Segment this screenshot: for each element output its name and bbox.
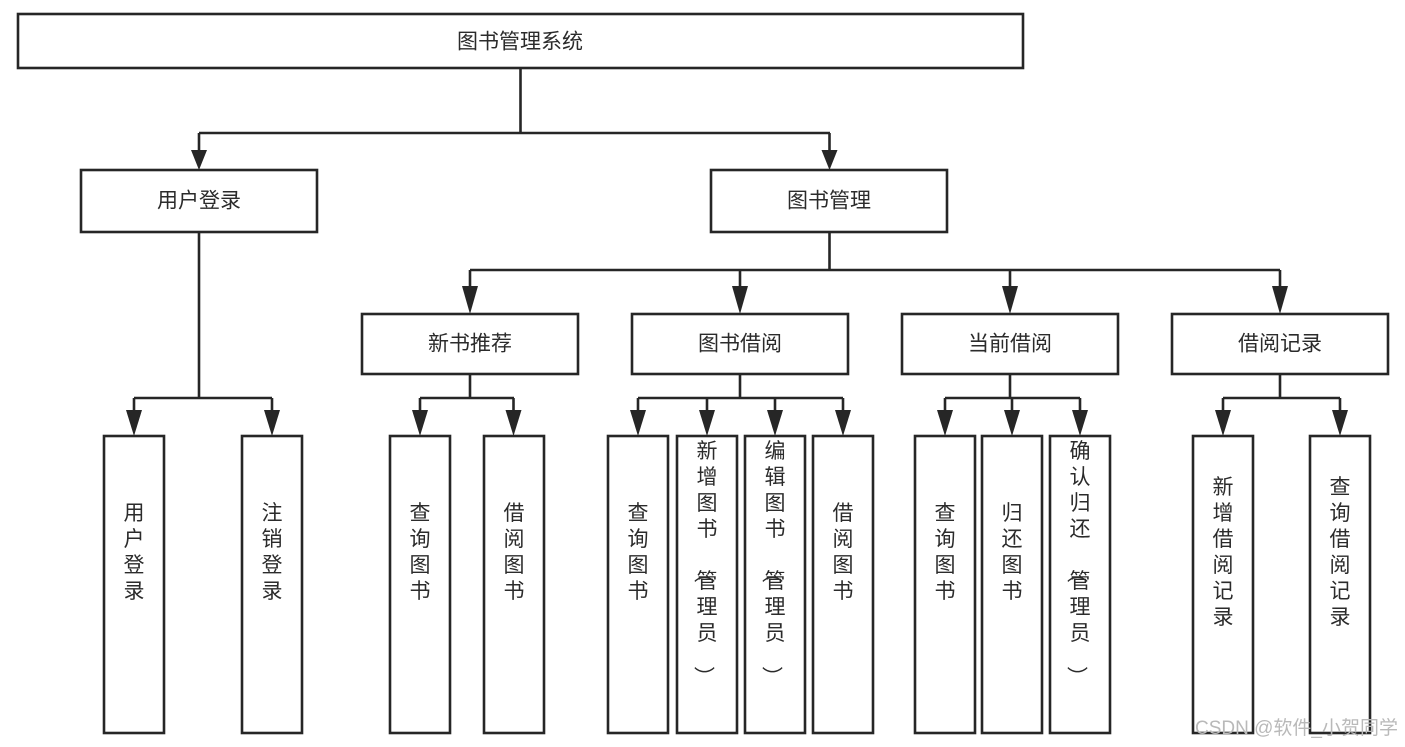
node-leaf-confirm-return-label: 确认归还（管理员） (1065, 440, 1091, 687)
node-user-login-label: 用户登录 (157, 190, 241, 213)
node-leaf-query-book-1-box[interactable] (388, 434, 452, 735)
node-leaf-add-record-box[interactable] (1191, 434, 1255, 735)
node-leaf-query-book-2-label: 查询图书 (628, 502, 649, 603)
node-current-borrow[interactable]: 当前借阅 (900, 312, 1120, 376)
node-leaf-query-book-1[interactable]: 查询图书 (388, 434, 452, 735)
node-leaf-edit-book-label: 编辑图书（管理员） (760, 440, 786, 687)
node-root-label: 图书管理系统 (457, 31, 583, 54)
node-book-management-label: 图书管理 (787, 190, 871, 213)
node-new-book-recommend-box[interactable] (360, 312, 580, 376)
arrowhead-leaf-borrow-book-1 (505, 410, 522, 436)
node-borrow-record-box[interactable] (1170, 312, 1390, 376)
node-leaf-borrow-book-2-label: 借阅图书 (833, 502, 854, 603)
node-leaf-query-book-2-box[interactable] (606, 434, 670, 735)
node-leaf-logout[interactable]: 注销登录 (240, 434, 304, 735)
node-user-login-box[interactable] (79, 168, 319, 234)
node-leaf-query-book-3-label: 查询图书 (935, 502, 956, 603)
node-current-borrow-label: 当前借阅 (968, 333, 1052, 356)
node-new-book-recommend-label: 新书推荐 (428, 333, 512, 356)
node-leaf-borrow-book-2[interactable]: 借阅图书 (811, 434, 875, 735)
node-user-login[interactable]: 用户登录 (79, 168, 319, 234)
node-leaf-confirm-return[interactable]: 确认归还（管理员） (1048, 434, 1112, 735)
node-borrow-record-label: 借阅记录 (1238, 333, 1322, 356)
node-leaf-query-book-2[interactable]: 查询图书 (606, 434, 670, 735)
node-leaf-borrow-book-2-box[interactable] (811, 434, 875, 735)
arrowhead-leaf-borrow-book-2 (835, 410, 851, 436)
node-borrow-record[interactable]: 借阅记录 (1170, 312, 1390, 376)
node-leaf-add-book[interactable]: 新增图书（管理员） (675, 434, 739, 735)
node-book-management-box[interactable] (709, 168, 949, 234)
node-leaf-add-record-label: 新增借阅记录 (1213, 476, 1234, 629)
arrowhead-leaf-user-login (126, 410, 142, 436)
node-leaf-add-record[interactable]: 新增借阅记录 (1191, 434, 1255, 735)
node-leaf-query-record[interactable]: 查询借阅记录 (1308, 434, 1372, 735)
arrowhead-current-borrow (1002, 286, 1018, 314)
arrowhead-borrow-record (1272, 286, 1288, 314)
arrowhead-leaf-query-record (1332, 410, 1348, 436)
node-leaf-borrow-book-1-label: 借阅图书 (504, 502, 525, 603)
arrowhead-book-management (821, 150, 838, 170)
connector-layer (126, 68, 1348, 436)
csdn-watermark: CSDN @软件_小贺同学 (1195, 717, 1398, 739)
arrowhead-leaf-confirm-return (1072, 410, 1088, 436)
node-book-management[interactable]: 图书管理 (709, 168, 949, 234)
node-leaf-borrow-book-1[interactable]: 借阅图书 (482, 434, 546, 735)
node-root-box[interactable] (16, 12, 1025, 70)
node-leaf-edit-book[interactable]: 编辑图书（管理员） (743, 434, 807, 735)
arrowhead-leaf-add-book (699, 410, 715, 436)
node-new-book-recommend[interactable]: 新书推荐 (360, 312, 580, 376)
arrowhead-leaf-logout (264, 410, 280, 436)
node-leaf-return-book-label: 归还图书 (1002, 502, 1023, 603)
arrowhead-leaf-return-book (1004, 410, 1020, 436)
arrowhead-leaf-edit-book (767, 410, 783, 436)
arrowhead-leaf-query-book-3 (937, 410, 953, 436)
node-leaf-query-book-3[interactable]: 查询图书 (913, 434, 977, 735)
arrowhead-user-login (191, 150, 207, 170)
node-leaf-user-login-box[interactable] (102, 434, 166, 735)
arrowhead-leaf-query-book-2 (630, 410, 646, 436)
node-leaf-add-book-box[interactable] (675, 434, 739, 735)
arrowhead-book-borrow (732, 286, 748, 314)
node-leaf-query-book-1-label: 查询图书 (410, 502, 431, 603)
node-leaf-logout-label: 注销登录 (262, 502, 283, 603)
node-leaf-edit-book-box[interactable] (743, 434, 807, 735)
arrowhead-leaf-add-record (1215, 410, 1231, 436)
node-leaf-user-login-label: 用户登录 (124, 502, 145, 603)
node-book-borrow[interactable]: 图书借阅 (630, 312, 850, 376)
node-leaf-confirm-return-box[interactable] (1048, 434, 1112, 735)
node-book-borrow-box[interactable] (630, 312, 850, 376)
node-leaf-borrow-book-1-box[interactable] (482, 434, 546, 735)
node-leaf-query-book-3-box[interactable] (913, 434, 977, 735)
node-book-borrow-label: 图书借阅 (698, 333, 782, 356)
arrowhead-new-book-recommend (462, 286, 478, 314)
node-current-borrow-box[interactable] (900, 312, 1120, 376)
node-leaf-query-record-box[interactable] (1308, 434, 1372, 735)
arrowhead-leaf-query-book-1 (412, 410, 428, 436)
node-leaf-query-record-label: 查询借阅记录 (1330, 476, 1351, 629)
node-leaf-return-book-box[interactable] (980, 434, 1044, 735)
node-leaf-logout-box[interactable] (240, 434, 304, 735)
node-leaf-add-book-label: 新增图书（管理员） (692, 440, 718, 687)
node-leaf-return-book[interactable]: 归还图书 (980, 434, 1044, 735)
node-leaf-user-login[interactable]: 用户登录 (102, 434, 166, 735)
node-root[interactable]: 图书管理系统 (16, 12, 1025, 70)
